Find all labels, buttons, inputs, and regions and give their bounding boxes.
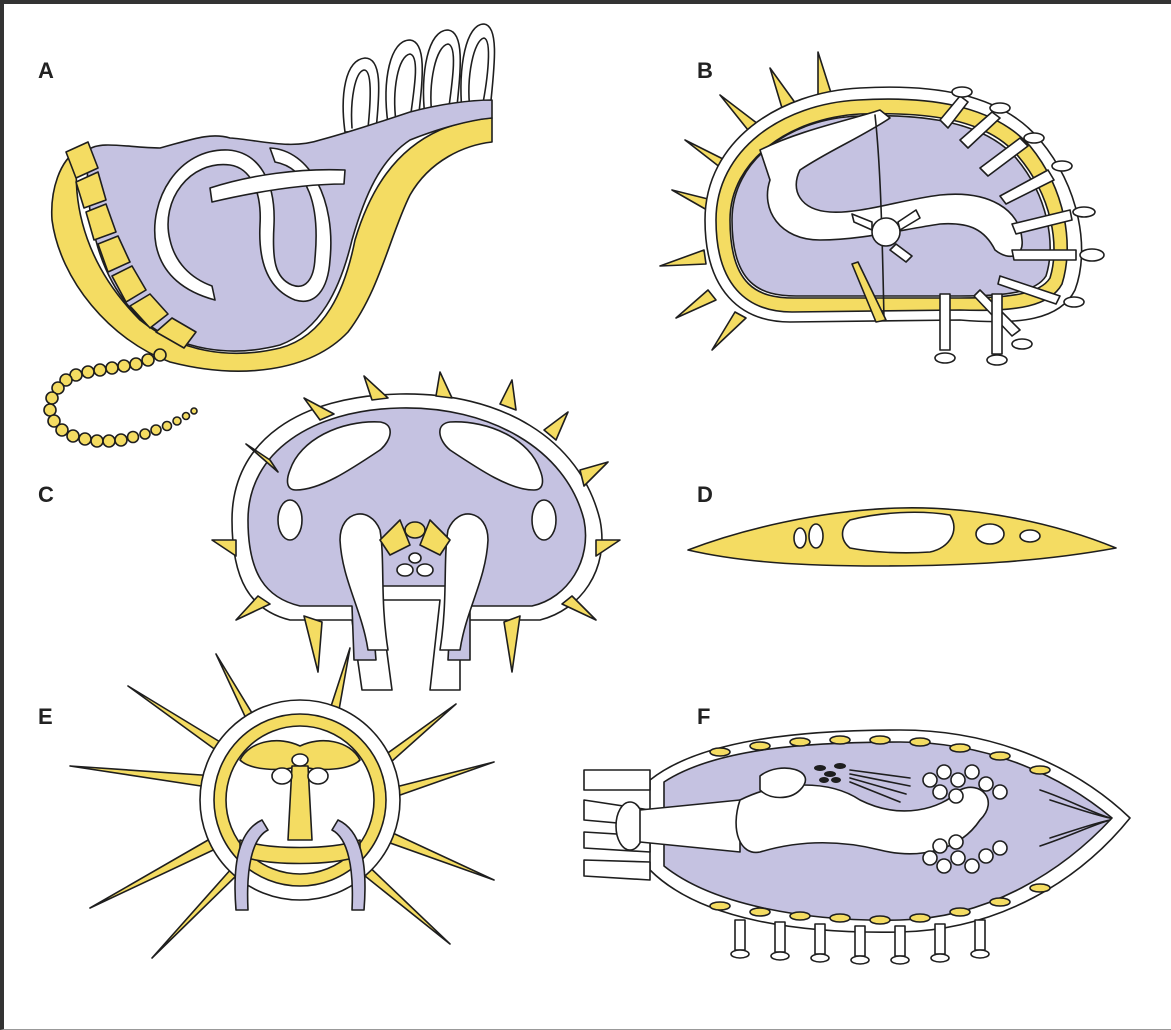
panel-d-illustration xyxy=(688,508,1116,566)
panel-a-illustration xyxy=(44,24,495,447)
panel-c-illustration xyxy=(212,372,620,690)
panel-f-illustration xyxy=(584,730,1130,964)
panel-b-illustration xyxy=(660,52,1104,365)
panel-e-illustration xyxy=(70,648,494,958)
